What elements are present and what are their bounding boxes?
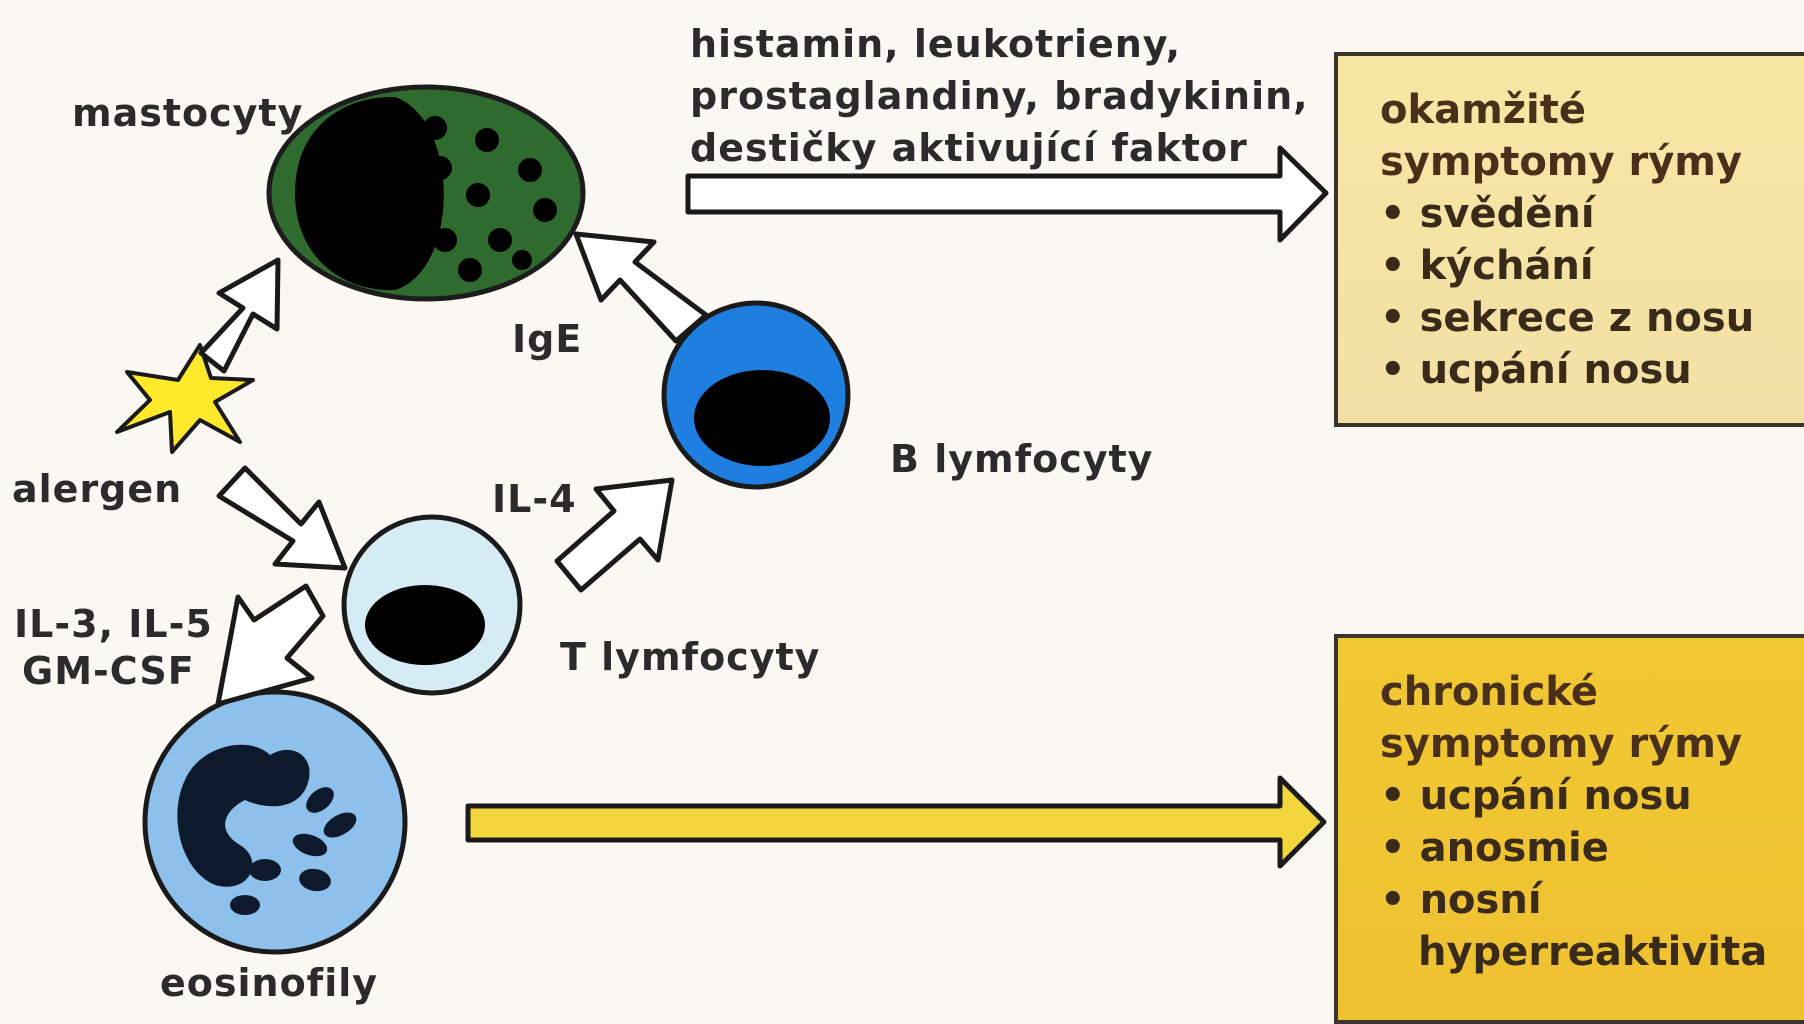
chronic-title-line: symptomy rýmy: [1380, 718, 1804, 770]
arrow-allergen-to-t: [219, 468, 345, 568]
chronic-title-line: chronické: [1380, 666, 1804, 718]
symptom-item: svědění: [1380, 188, 1804, 240]
label-il3-il5: IL-3, IL-5: [14, 603, 213, 647]
label-ige: IgE: [512, 318, 582, 362]
immediate-title-line: symptomy rýmy: [1380, 136, 1804, 188]
label-mastocytes: mastocyty: [72, 92, 303, 136]
symptom-item: kýchání: [1380, 240, 1804, 292]
chronic-symptoms-box: chronické symptomy rýmy ucpání nosu anos…: [1334, 634, 1804, 1024]
arrow-t-to-eosinophil: [218, 586, 323, 704]
label-b-lymphocytes: B lymfocyty: [890, 438, 1153, 482]
allergen-star: [117, 345, 253, 452]
label-gm-csf: GM-CSF: [22, 650, 195, 694]
symptom-item: sekrece z nosu: [1380, 292, 1804, 344]
arrow-allergen-to-mast: [201, 260, 278, 371]
mediator-line: histamin, leukotrieny,: [690, 18, 1309, 70]
mediator-line: destičky aktivující faktor: [690, 122, 1309, 174]
symptom-item: nosní hyperreaktivita: [1380, 874, 1778, 978]
label-allergen: alergen: [12, 468, 182, 512]
symptom-item: ucpání nosu: [1380, 770, 1804, 822]
label-il4: IL-4: [492, 478, 577, 522]
label-eosinophils: eosinofily: [160, 962, 378, 1006]
symptom-item: ucpání nosu: [1380, 344, 1804, 396]
t-lymphocyte: [344, 517, 520, 693]
mediator-line: prostaglandiny, bradykinin,: [690, 70, 1309, 122]
symptom-item: anosmie: [1380, 822, 1804, 874]
arrow-eosinophil-to-chronic: [468, 778, 1324, 866]
label-t-lymphocytes: T lymfocyty: [560, 636, 820, 680]
immediate-title-line: okamžité: [1380, 84, 1804, 136]
arrow-b-to-mast: [576, 234, 706, 341]
immediate-symptoms-box: okamžité symptomy rýmy svědění kýchání s…: [1334, 52, 1804, 427]
eosinophil: [145, 692, 405, 952]
mast-cell: [269, 87, 583, 299]
mediator-list: histamin, leukotrieny, prostaglandiny, b…: [690, 18, 1309, 174]
